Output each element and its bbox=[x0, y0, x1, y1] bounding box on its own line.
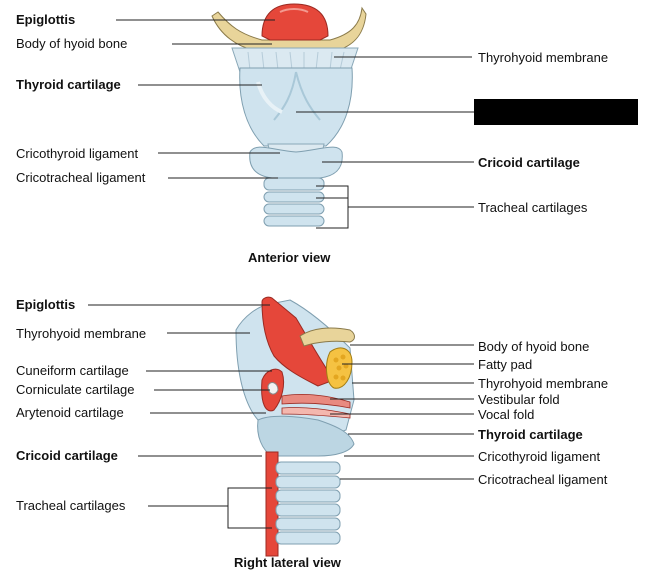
lateral-larynx-illustration bbox=[235, 296, 355, 557]
label-body-hyoid-lateral: Body of hyoid bone bbox=[478, 339, 590, 354]
hyoid-bone-lateral bbox=[299, 327, 355, 347]
label-thyrohyoid-membrane-lateral-right: Thyrohyoid membrane bbox=[478, 376, 609, 391]
label-vocal-fold-lateral: Vocal fold bbox=[478, 407, 535, 422]
label-cricothyroid-ligament-anterior: Cricothyroid ligament bbox=[16, 146, 139, 161]
redacted-label-box bbox=[474, 99, 638, 125]
vestibular-fold-lateral bbox=[281, 394, 351, 409]
label-fatty-pad-lateral: Fatty pad bbox=[478, 357, 533, 372]
anterior-leader-lines bbox=[116, 19, 474, 229]
label-epiglottis-anterior: Epiglottis bbox=[16, 12, 76, 27]
label-cricotracheal-ligament-lateral: Cricotracheal ligament bbox=[478, 472, 608, 487]
caption-anterior-view: Anterior view bbox=[248, 250, 331, 265]
cricoid-cartilage-lateral bbox=[257, 415, 355, 457]
caption-right-lateral-view: Right lateral view bbox=[234, 555, 341, 570]
trachea-lateral bbox=[275, 461, 341, 545]
label-thyrohyoid-membrane-anterior: Thyrohyoid membrane bbox=[478, 50, 609, 65]
label-vestibular-fold-lateral: Vestibular fold bbox=[478, 392, 560, 407]
label-corniculate-cartilage-lateral: Corniculate cartilage bbox=[16, 382, 135, 397]
label-thyroid-cartilage-lateral: Thyroid cartilage bbox=[478, 427, 583, 442]
label-cricotracheal-ligament-anterior: Cricotracheal ligament bbox=[16, 170, 146, 185]
label-epiglottis-lateral: Epiglottis bbox=[16, 297, 76, 312]
label-cricoid-cartilage-anterior: Cricoid cartilage bbox=[478, 155, 580, 170]
label-thyroid-cartilage-anterior: Thyroid cartilage bbox=[16, 77, 121, 92]
cricoid-cartilage-anterior bbox=[249, 146, 343, 179]
label-arytenoid-cartilage-lateral: Arytenoid cartilage bbox=[16, 405, 124, 420]
lateral-leader-lines bbox=[88, 304, 474, 529]
anterior-larynx-illustration bbox=[211, 3, 367, 227]
label-tracheal-cartilages-anterior: Tracheal cartilages bbox=[478, 200, 588, 215]
corniculate-cartilage-lateral bbox=[267, 382, 279, 395]
epiglottis-anterior bbox=[261, 3, 329, 41]
hyoid-bone-anterior bbox=[211, 6, 367, 53]
label-body-hyoid-anterior: Body of hyoid bone bbox=[16, 36, 128, 51]
label-cuneiform-cartilage-lateral: Cuneiform cartilage bbox=[16, 363, 129, 378]
vocal-fold-lateral bbox=[281, 407, 351, 419]
esophagus-strip-lateral bbox=[265, 451, 279, 557]
label-tracheal-cartilages-lateral: Tracheal cartilages bbox=[16, 498, 126, 513]
label-thyrohyoid-membrane-lateral: Thyrohyoid membrane bbox=[16, 326, 147, 341]
label-cricothyroid-ligament-lateral: Cricothyroid ligament bbox=[478, 449, 601, 464]
thyroid-cartilage-anterior bbox=[239, 67, 353, 147]
label-cricoid-cartilage-lateral: Cricoid cartilage bbox=[16, 448, 118, 463]
trachea-anterior bbox=[263, 177, 325, 227]
